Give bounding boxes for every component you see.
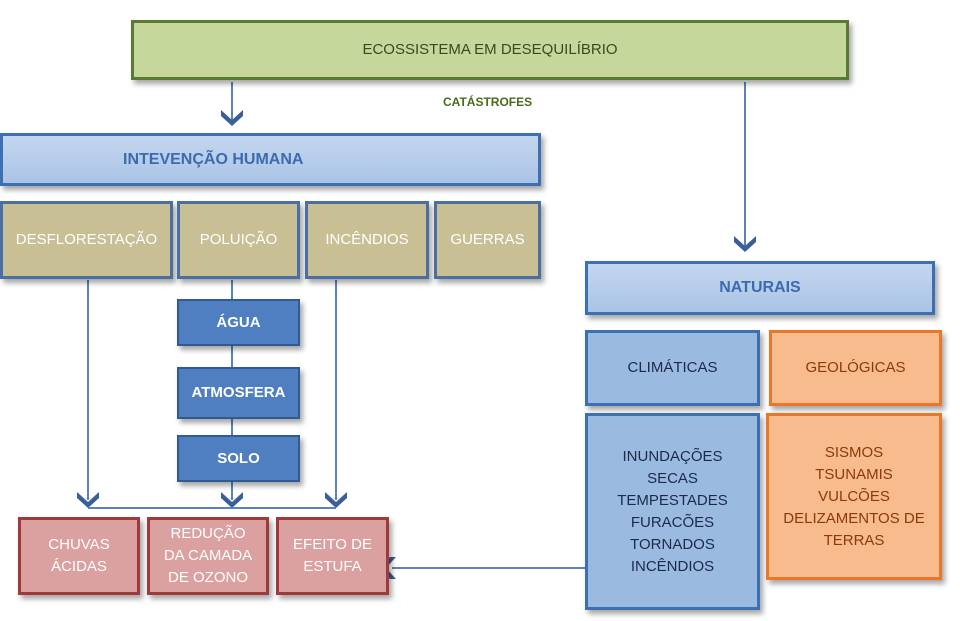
geological-label: GEOLÓGICAS: [805, 359, 906, 376]
climatic-item: TEMPESTADES: [617, 491, 728, 509]
climatic-item: FURACÕES: [630, 513, 715, 531]
cause-label: INCÊNDIOS: [325, 231, 409, 248]
climatic-box: CLIMÁTICAS: [585, 330, 760, 406]
natural-header: NATURAIS: [585, 261, 935, 315]
cause-desflorestacao: DESFLORESTAÇÃO: [0, 201, 173, 279]
cause-incendios: INCÊNDIOS: [305, 201, 429, 279]
effect-efeito-estufa: EFEITO DE ESTUFA: [276, 517, 389, 595]
effect-reducao-ozono: REDUÇÃO DA CAMADA DE OZONO: [147, 517, 269, 595]
geological-item: VULCÕES: [818, 487, 890, 505]
cause-guerras: GUERRAS: [434, 201, 541, 279]
climatic-items-box: INUNDAÇÕES SECAS TEMPESTADES FURACÕES TO…: [585, 413, 760, 610]
climatic-item: INCÊNDIOS: [630, 557, 715, 575]
climatic-item: SECAS: [647, 469, 698, 487]
cause-label: DESFLORESTAÇÃO: [15, 231, 158, 248]
effect-line: ÁCIDAS: [51, 558, 107, 575]
geological-item: DELIZAMENTOS DE: [783, 509, 925, 527]
effect-line: REDUÇÃO: [170, 525, 246, 542]
effect-line: DA CAMADA: [163, 547, 253, 564]
pollution-atmosfera: ATMOSFERA: [177, 367, 300, 419]
pollution-label: ÁGUA: [216, 313, 261, 331]
cause-poluicao: POLUIÇÃO: [177, 201, 300, 279]
subtitle-label: CATÁSTROFES: [443, 95, 533, 109]
human-intervention-header: INTEVENÇÃO HUMANA: [0, 133, 541, 186]
effect-line: EFEITO DE: [293, 536, 372, 553]
effect-line: CHUVAS: [48, 536, 110, 553]
title-text: ECOSSISTEMA EM DESEQUILÍBRIO: [362, 41, 618, 58]
title-box: ECOSSISTEMA EM DESEQUILÍBRIO: [131, 20, 849, 80]
pollution-solo: SOLO: [177, 435, 300, 482]
cause-label: GUERRAS: [450, 231, 525, 248]
effect-line: ESTUFA: [303, 558, 362, 575]
pollution-label: SOLO: [217, 449, 260, 467]
climatic-item: TORNADOS: [630, 535, 715, 553]
pollution-agua: ÁGUA: [177, 299, 300, 346]
cause-label: POLUIÇÃO: [199, 231, 278, 248]
pollution-label: ATMOSFERA: [191, 384, 286, 401]
geological-item: SISMOS: [824, 443, 884, 461]
effect-chuvas-acidas: CHUVAS ÁCIDAS: [18, 517, 140, 595]
geological-box: GEOLÓGICAS: [769, 330, 942, 406]
climatic-item: INUNDAÇÕES: [622, 447, 723, 465]
effect-line: DE OZONO: [167, 569, 248, 586]
geological-item: TSUNAMIS: [815, 465, 893, 483]
climatic-label: CLIMÁTICAS: [627, 359, 718, 376]
human-intervention-label: INTEVENÇÃO HUMANA: [123, 150, 304, 168]
geological-item: TERRAS: [823, 531, 885, 549]
natural-label: NATURAIS: [719, 279, 801, 296]
geological-items-box: SISMOS TSUNAMIS VULCÕES DELIZAMENTOS DE …: [766, 413, 942, 580]
